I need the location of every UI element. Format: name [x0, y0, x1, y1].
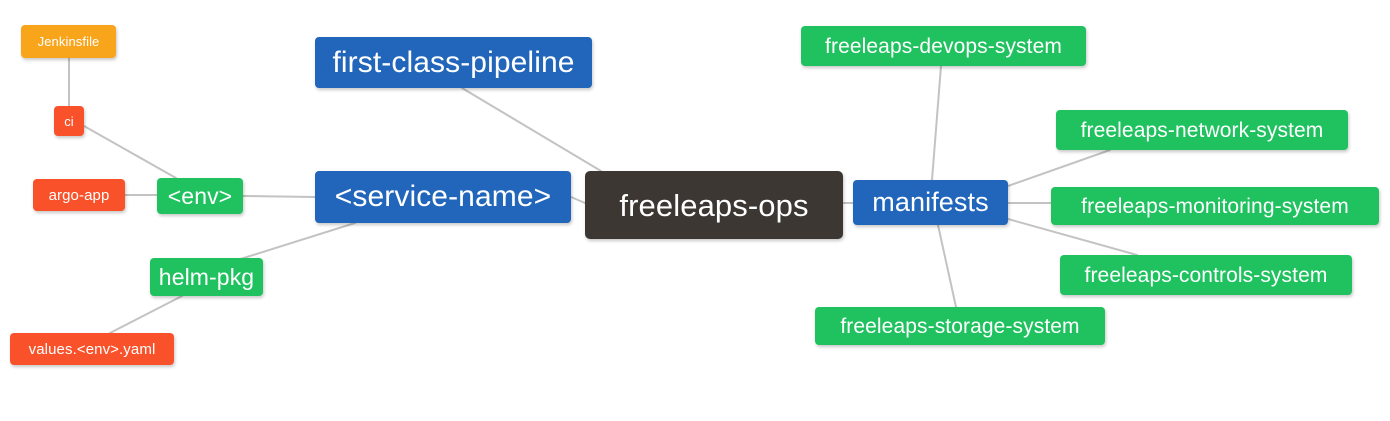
edge-service-name-to-helm-pkg [230, 222, 356, 263]
node-freeleaps-storage-system-label: freeleaps-storage-system [840, 314, 1080, 338]
edge-manifests-to-devops-system [931, 65, 942, 181]
node-freeleaps-devops-system-label: freeleaps-devops-system [825, 34, 1062, 58]
edge-root-to-service-name [570, 196, 586, 204]
node-values-yaml-label: values.<env>.yaml [28, 340, 156, 358]
edge-helm-pkg-to-values-yaml [109, 295, 183, 334]
node-freeleaps-controls-system[interactable]: freeleaps-controls-system [1060, 255, 1352, 295]
node-argo-app[interactable]: argo-app [33, 179, 125, 211]
node-values-yaml[interactable]: values.<env>.yaml [10, 333, 174, 365]
node-ci[interactable]: ci [54, 106, 84, 136]
node-jenkinsfile-label: Jenkinsfile [37, 34, 100, 49]
edge-service-name-to-env [242, 195, 316, 198]
node-freeleaps-controls-system-label: freeleaps-controls-system [1084, 263, 1328, 287]
node-env[interactable]: <env> [157, 178, 243, 214]
node-first-class-pipeline-label: first-class-pipeline [332, 45, 575, 79]
node-root-label: freeleaps-ops [619, 187, 809, 223]
node-jenkinsfile[interactable]: Jenkinsfile [21, 25, 116, 58]
node-env-label: <env> [167, 182, 233, 209]
node-freeleaps-storage-system[interactable]: freeleaps-storage-system [815, 307, 1105, 345]
node-ci-label: ci [64, 113, 74, 129]
node-first-class-pipeline[interactable]: first-class-pipeline [315, 37, 592, 88]
edge-manifests-to-storage-system [937, 224, 957, 308]
node-freeleaps-monitoring-system-label: freeleaps-monitoring-system [1081, 194, 1349, 218]
node-freeleaps-monitoring-system[interactable]: freeleaps-monitoring-system [1051, 187, 1379, 225]
node-service-name-label: <service-name> [334, 180, 552, 213]
node-manifests[interactable]: manifests [853, 180, 1008, 225]
node-freeleaps-network-system-label: freeleaps-network-system [1080, 118, 1324, 142]
node-freeleaps-network-system[interactable]: freeleaps-network-system [1056, 110, 1348, 150]
node-service-name[interactable]: <service-name> [315, 171, 571, 223]
node-root-freeleaps-ops[interactable]: freeleaps-ops [585, 171, 843, 239]
node-manifests-label: manifests [872, 187, 989, 217]
edge-root-to-first-class-pipeline [461, 87, 602, 172]
edge-env-to-ci [83, 125, 177, 179]
node-helm-pkg-label: helm-pkg [158, 263, 255, 290]
node-helm-pkg[interactable]: helm-pkg [150, 258, 263, 296]
node-argo-app-label: argo-app [48, 186, 110, 204]
edge-manifests-to-network-system [1007, 149, 1111, 187]
node-freeleaps-devops-system[interactable]: freeleaps-devops-system [801, 26, 1086, 66]
